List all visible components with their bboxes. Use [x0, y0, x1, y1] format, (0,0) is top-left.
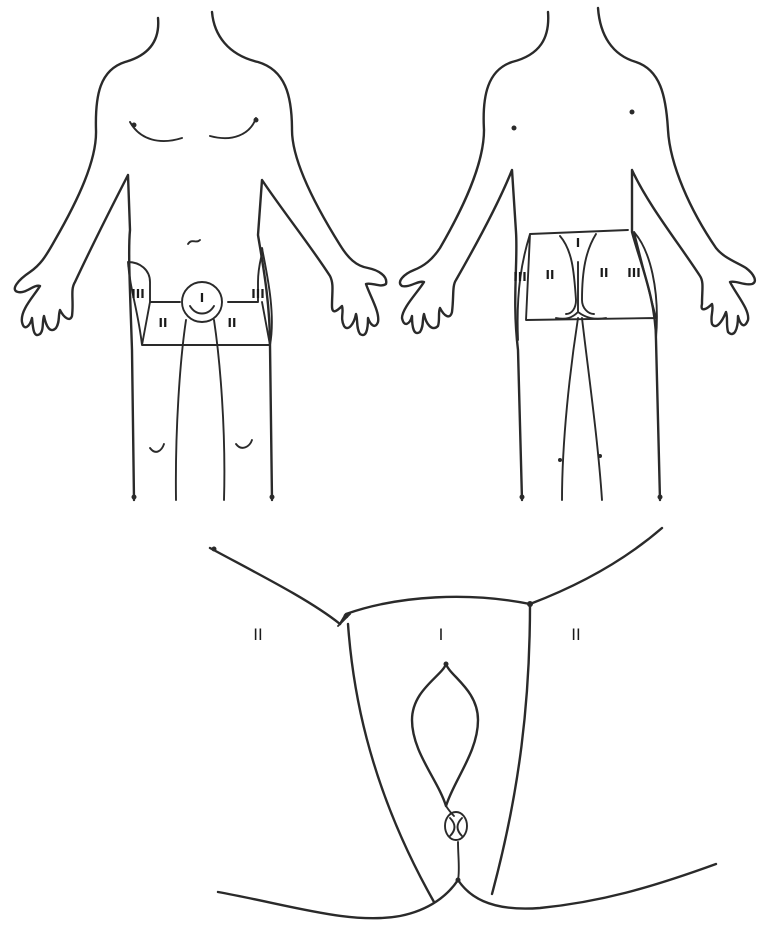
back-gluteal-cleft: [556, 262, 606, 319]
perineal-anus-ring: [445, 812, 467, 840]
back-body-outline-right: [598, 8, 755, 500]
front-body-outline-right: [212, 12, 386, 500]
back-zone-label-hip-right: III: [627, 266, 640, 280]
back-body-view: [400, 8, 755, 500]
back-body-outline: [400, 12, 548, 500]
perineal-upper-thigh-lines: [210, 528, 662, 624]
back-zone-label-buttock-left: II: [546, 268, 555, 282]
perineal-zone-label-thigh-right: II: [571, 625, 580, 644]
back-knee-dot-right: [598, 454, 602, 458]
back-zone-label-buttock-right: II: [600, 266, 609, 280]
front-knee-right: [236, 440, 252, 448]
front-body-outline: [15, 18, 158, 500]
front-leg-end-dot: [132, 495, 137, 500]
front-zone-label-pubic: I: [200, 291, 204, 305]
front-chest-line: [130, 122, 182, 141]
front-inner-legs: [176, 320, 225, 500]
front-knee-left: [150, 444, 164, 452]
perineal-anus-detail: [450, 818, 462, 836]
front-zone-label-groin-right: II: [228, 316, 237, 330]
front-shoulder-dot: [132, 123, 137, 128]
front-zone-label-groin-left: II: [159, 316, 168, 330]
back-leg-end-dot: [520, 495, 525, 500]
perineal-corner-dot: [527, 601, 533, 607]
front-zone-label-hip-right: III: [251, 287, 264, 301]
perineal-lower-dot: [456, 878, 461, 883]
perineal-corner-dot-left: [344, 614, 349, 619]
back-shoulder-dot: [512, 126, 517, 131]
back-knee-dot: [558, 458, 562, 462]
front-chest-line-right: [210, 118, 256, 138]
perineal-teardrop: [412, 664, 478, 806]
perineal-zone-label-central: I: [439, 625, 444, 644]
perineal-zone-label-thigh-left: II: [253, 625, 262, 644]
front-body-view: [15, 12, 386, 500]
perineal-endpoint-dot: [212, 547, 217, 552]
back-shoulder-dot-right: [630, 110, 635, 115]
back-leg-end-dot-right: [658, 495, 663, 500]
perineal-view: [210, 528, 716, 918]
front-shoulder-dot-right: [254, 118, 259, 123]
perineal-side-boundaries: [348, 604, 530, 902]
front-pubic-curve: [190, 306, 214, 314]
perineal-lower-curves: [218, 864, 716, 918]
front-zone-label-hip-left: III: [131, 287, 144, 301]
front-navel: [188, 240, 200, 244]
front-leg-end-dot-right: [270, 495, 275, 500]
perineal-upper-boundary: [340, 597, 530, 624]
back-inner-legs: [562, 318, 602, 500]
perineal-apex-dot: [444, 662, 449, 667]
back-zone-label-sacral: I: [576, 236, 580, 250]
back-zone-label-hip-left: III: [513, 270, 526, 284]
